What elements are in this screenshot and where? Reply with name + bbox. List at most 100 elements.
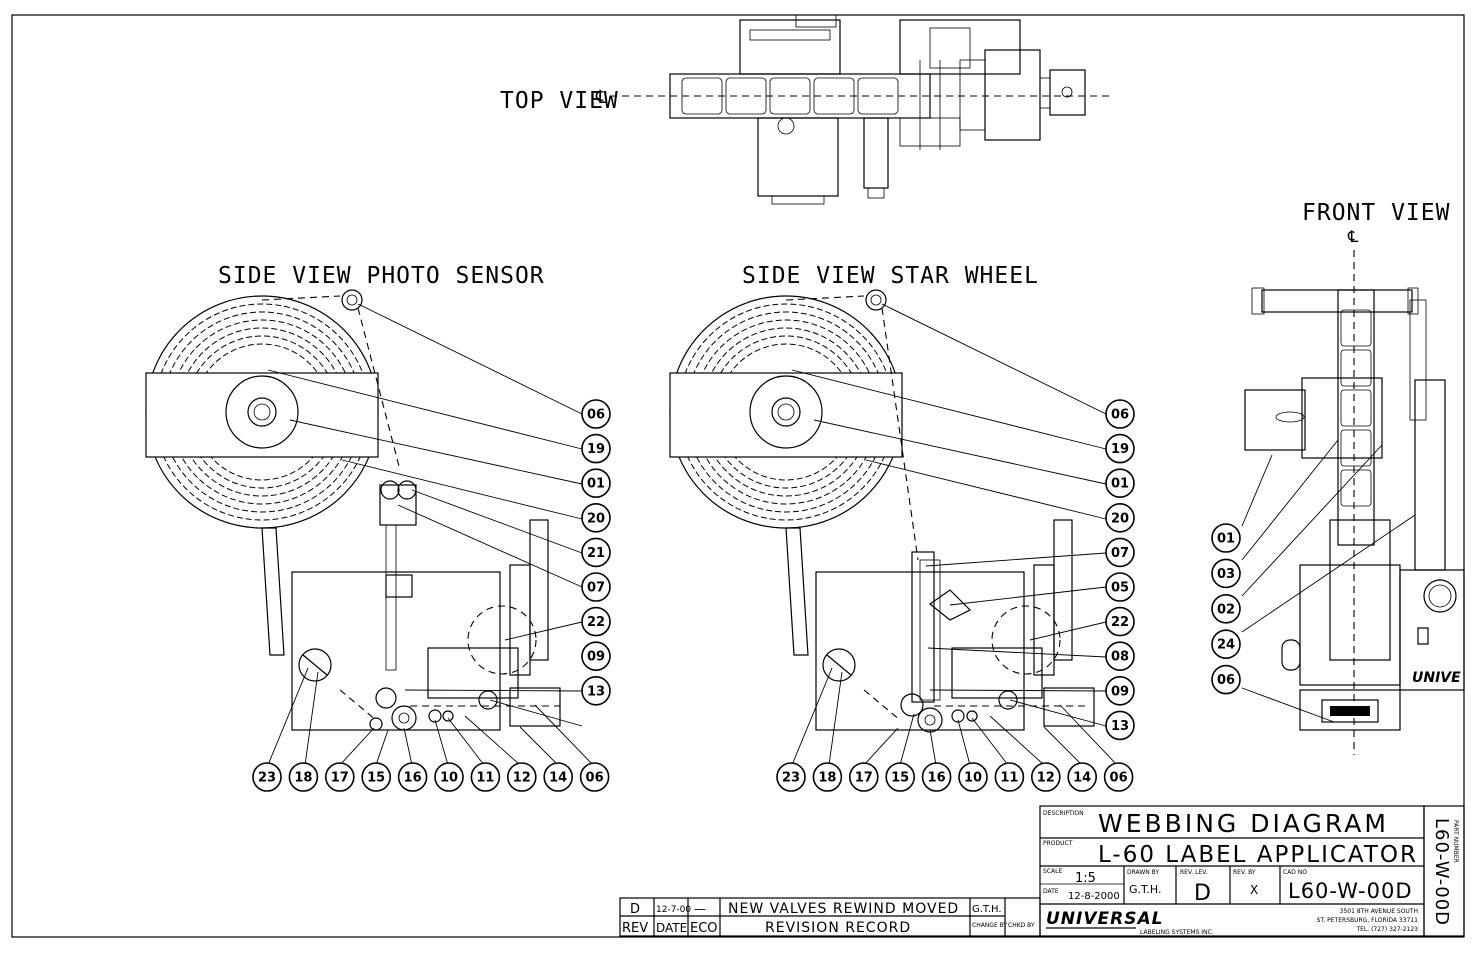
balloon-number: 23 xyxy=(782,771,800,786)
drawn-by-label: DRAWN BY xyxy=(1127,869,1159,876)
balloon-number: 21 xyxy=(587,546,605,561)
side-view-photo-label: SIDE VIEW PHOTO SENSOR xyxy=(218,263,545,289)
balloon-number: 06 xyxy=(586,771,604,786)
balloon-number: 01 xyxy=(1111,477,1129,492)
balloon-circle xyxy=(581,606,611,637)
date-label: DATE xyxy=(1043,888,1059,895)
balloon-number: 16 xyxy=(928,771,946,786)
balloon-number: 06 xyxy=(1217,673,1235,688)
balloon-circle xyxy=(581,641,611,672)
balloon-number: 17 xyxy=(331,771,349,786)
balloon-circle xyxy=(1211,629,1241,660)
balloon-circle xyxy=(1067,762,1097,792)
balloon-number: 10 xyxy=(440,771,458,786)
balloon-circle xyxy=(1105,710,1135,741)
balloon-number: 09 xyxy=(1111,684,1129,699)
balloon-circle xyxy=(581,399,611,429)
balloon-number: 10 xyxy=(964,771,982,786)
balloon-circle xyxy=(324,762,355,792)
balloon-circle xyxy=(581,468,611,499)
cad-no-label: CAD NO xyxy=(1283,869,1307,876)
balloon-circle xyxy=(434,762,464,792)
balloon-circle xyxy=(1211,664,1241,695)
balloon-circle xyxy=(581,537,611,568)
title-block: DESCRIPTION WEBBING DIAGRAM PRODUCT L-60… xyxy=(1039,805,1465,937)
balloon-number: 05 xyxy=(1111,581,1129,596)
drawn-by-value: G.T.H. xyxy=(1129,883,1162,896)
balloon-number: 01 xyxy=(1217,532,1235,547)
balloon-circle xyxy=(1031,762,1061,792)
balloon-number: 13 xyxy=(587,684,605,699)
balloon-number: 19 xyxy=(1111,442,1129,457)
balloon-circle xyxy=(885,762,916,792)
balloon-number: 15 xyxy=(367,771,385,786)
balloon-circle xyxy=(1105,433,1135,464)
balloon-circle xyxy=(848,762,879,792)
balloon-number: 23 xyxy=(258,771,276,786)
company-subtitle: LABELING SYSTEMS INC. xyxy=(1140,929,1214,936)
balloon-number: 14 xyxy=(1073,771,1091,786)
balloon-circle xyxy=(581,502,611,533)
description-value: WEBBING DIAGRAM xyxy=(1098,809,1389,838)
balloon-number: 02 xyxy=(1217,602,1235,617)
balloon-circle xyxy=(1105,641,1135,672)
rev-by-label: REV. BY xyxy=(1233,869,1256,876)
balloon-circle xyxy=(921,762,952,792)
balloon-number: 08 xyxy=(1111,650,1129,665)
balloon-number: 18 xyxy=(294,771,312,786)
rev-by-value: X xyxy=(1250,883,1258,897)
side-view-star-wheel: SIDE VIEW STAR WHEEL xyxy=(669,263,1119,767)
balloon-circle xyxy=(543,762,574,792)
balloon-circle xyxy=(994,762,1025,792)
description-label: DESCRIPTION xyxy=(1043,810,1084,817)
balloon-number: 18 xyxy=(818,771,836,786)
balloon-number: 14 xyxy=(549,771,567,786)
balloon-number: 15 xyxy=(891,771,909,786)
balloon-circle xyxy=(506,762,537,792)
balloon-number: 07 xyxy=(1111,546,1129,561)
balloon-number: 07 xyxy=(587,581,605,596)
balloon-number: 12 xyxy=(513,771,531,786)
balloon-number: 20 xyxy=(1111,511,1129,526)
company-logo: UNIVERSAL xyxy=(1046,909,1163,929)
balloon-circle xyxy=(1211,593,1241,624)
eco-header: ECO xyxy=(690,921,718,936)
balloon-circle xyxy=(1105,572,1135,602)
balloon-circle xyxy=(1103,762,1134,792)
top-view-label: TOP VIEW xyxy=(500,88,619,114)
address-line-2: ST. PETERSBURG, FLORIDA 33711 xyxy=(1317,917,1419,924)
top-view: TOP VIEW ℄ xyxy=(500,14,1110,205)
balloon-number: 19 xyxy=(587,442,605,457)
revision-record: D 12-7-00 — NEW VALVES REWIND MOVED G.T.… xyxy=(619,897,1041,937)
change-by-header: CHANGE BY xyxy=(972,922,1007,929)
balloon-circle xyxy=(397,762,428,792)
part-number-value: L60-W-00D xyxy=(1431,818,1452,926)
part-number-label: PART NUMBER xyxy=(1452,820,1459,863)
balloon-circle xyxy=(581,572,611,602)
balloon-circle xyxy=(470,762,501,792)
balloon-number: 16 xyxy=(404,771,422,786)
balloon-number: 06 xyxy=(587,408,605,423)
front-view: FRONT VIEW ℄ UNIVE xyxy=(1241,200,1465,755)
rev-header: REV xyxy=(622,921,648,936)
balloon-number: 06 xyxy=(1110,771,1128,786)
balloon-circle xyxy=(581,675,611,706)
chkd-by-header: CHKD BY xyxy=(1008,922,1035,929)
balloon-number: 09 xyxy=(587,650,605,665)
scale-label: SCALE xyxy=(1043,868,1062,875)
drawing-border xyxy=(11,14,1465,938)
address-line-1: 3501 8TH AVENUE SOUTH xyxy=(1340,908,1418,915)
balloon-number: 03 xyxy=(1217,567,1235,582)
cad-no-value: L60-W-00D xyxy=(1288,879,1413,903)
balloon-number: 22 xyxy=(1111,615,1129,630)
balloon-circle xyxy=(581,433,611,464)
rev-eco: — xyxy=(694,902,706,916)
balloon-circle xyxy=(361,762,392,792)
balloon-number: 22 xyxy=(587,615,605,630)
balloon-circle xyxy=(252,762,282,792)
front-view-label: FRONT VIEW xyxy=(1302,200,1450,226)
balloon-number: 11 xyxy=(1000,771,1018,786)
side-view-photo-sensor: SIDE VIEW PHOTO SENSOR xyxy=(145,263,595,767)
balloon-circle xyxy=(1211,523,1241,553)
